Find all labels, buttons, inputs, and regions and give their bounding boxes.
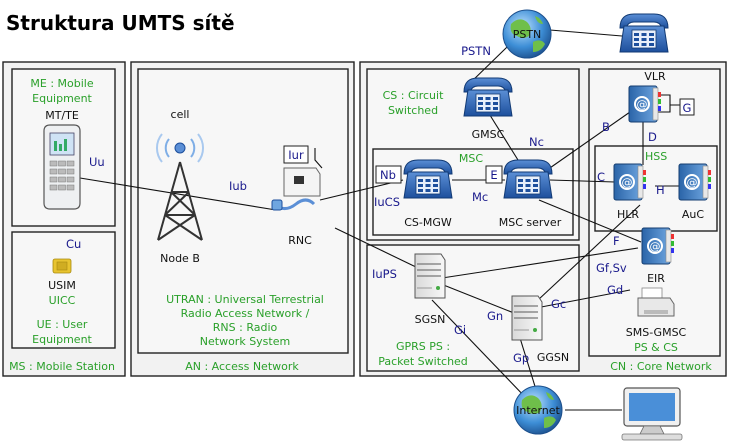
rnc-router-icon [271, 167, 321, 211]
eir-label: EIR [647, 272, 665, 285]
h-interface-label: H [656, 183, 665, 197]
page-title: Struktura UMTS sítě [6, 11, 235, 35]
iur-label-box [283, 145, 309, 164]
gmsc-telephone-icon [463, 77, 513, 117]
iub-interface-label: Iub [229, 179, 247, 193]
utran-label-line2: Radio Access Network / [181, 307, 310, 320]
cs-label-line1: CS : Circuit [383, 89, 444, 102]
mc-interface-label: Mc [472, 190, 488, 204]
hlr-label: HLR [617, 208, 639, 221]
sgsn-label: SGSN [415, 313, 446, 326]
pstn-telephone-icon [619, 13, 669, 53]
me-label-line1: ME : Mobile [30, 77, 93, 90]
mtte-label: MT/TE [45, 109, 79, 122]
sms-gmsc-label: SMS-GMSC [626, 326, 687, 339]
sms-gmsc-printer-icon [637, 287, 675, 317]
me-label-line2: Equipment [32, 92, 92, 105]
gd-interface-label: Gd [607, 283, 623, 297]
nb-interface-label: Nb [380, 168, 396, 182]
internet-label: Internet [516, 404, 560, 417]
g-interface-label: G [683, 101, 692, 115]
msc-server-label: MSC server [499, 216, 562, 229]
nc-interface-label: Nc [529, 135, 544, 149]
an-label: AN : Access Network [185, 360, 299, 373]
auc-database-icon [678, 163, 712, 201]
gc-interface-label: Gc [551, 297, 566, 311]
msc-server-telephone-icon [503, 159, 553, 199]
gp-interface-label: Gp [513, 351, 529, 365]
cn-label: CN : Core Network [610, 360, 712, 373]
auc-label: AuC [682, 208, 704, 221]
utran-label-line1: UTRAN : Universal Terrestrial [166, 293, 324, 306]
b-interface-label: B [602, 120, 610, 134]
g-label-box [679, 98, 695, 116]
nb-label-box [375, 165, 402, 184]
gprs-label-line1: GPRS PS : [396, 340, 450, 353]
node-b-tower-icon [157, 161, 203, 241]
pstn-interface-label: PSTN [461, 44, 491, 58]
utran-box [137, 68, 349, 354]
computer-monitor-icon [621, 387, 683, 441]
iucs-interface-label: IuCS [374, 195, 400, 209]
ue-label-line2: Equipment [32, 333, 92, 346]
sms-gmsc-sub-label: PS & CS [634, 341, 678, 354]
sim-card-icon [52, 258, 72, 274]
ue-label-line1: UE : User [37, 318, 88, 331]
gn-interface-label: Gn [487, 309, 503, 323]
cs-mgw-telephone-icon [403, 159, 453, 199]
ggsn-server-icon [511, 295, 543, 341]
c-interface-label: C [597, 170, 605, 184]
uu-interface-label: Uu [89, 155, 105, 169]
cu-interface-label: Cu [66, 237, 81, 251]
gi-interface-label: Gi [454, 323, 466, 337]
hlr-database-icon [613, 163, 647, 201]
gmsc-label: GMSC [472, 128, 505, 141]
e-label-box [485, 165, 503, 184]
gfsv-interface-label: Gf,Sv [596, 261, 627, 275]
vlr-label: VLR [644, 70, 666, 83]
cell-label: cell [171, 108, 190, 121]
iups-interface-label: IuPS [372, 267, 397, 281]
usim-label: USIM [48, 279, 76, 292]
ue-box [11, 231, 116, 349]
eir-database-icon [641, 227, 675, 265]
rnc-label: RNC [288, 234, 312, 247]
iur-interface-label: Iur [288, 148, 304, 162]
gprs-box [366, 244, 580, 372]
f-interface-label: F [613, 234, 620, 248]
cell-antenna-icon [155, 133, 205, 163]
d-interface-label: D [648, 130, 657, 144]
hss-label: HSS [645, 150, 667, 163]
utran-label-line3: RNS : Radio [213, 321, 278, 334]
mobile-phone-icon [43, 124, 81, 210]
cs-label-line2: Switched [388, 104, 438, 117]
sgsn-server-icon [414, 253, 446, 299]
pstn-node-label: PSTN [513, 28, 542, 41]
gprs-label-line2: Packet Switched [378, 355, 468, 368]
e-interface-label: E [490, 168, 497, 182]
uicc-label: UICC [49, 294, 76, 307]
utran-label-line4: Network System [200, 335, 290, 348]
msc-label: MSC [459, 152, 483, 165]
cs-mgw-label: CS-MGW [404, 216, 452, 229]
ms-label: MS : Mobile Station [9, 360, 115, 373]
node-b-label: Node B [160, 252, 200, 265]
ggsn-label: GGSN [537, 351, 569, 364]
vlr-database-icon [628, 85, 662, 123]
